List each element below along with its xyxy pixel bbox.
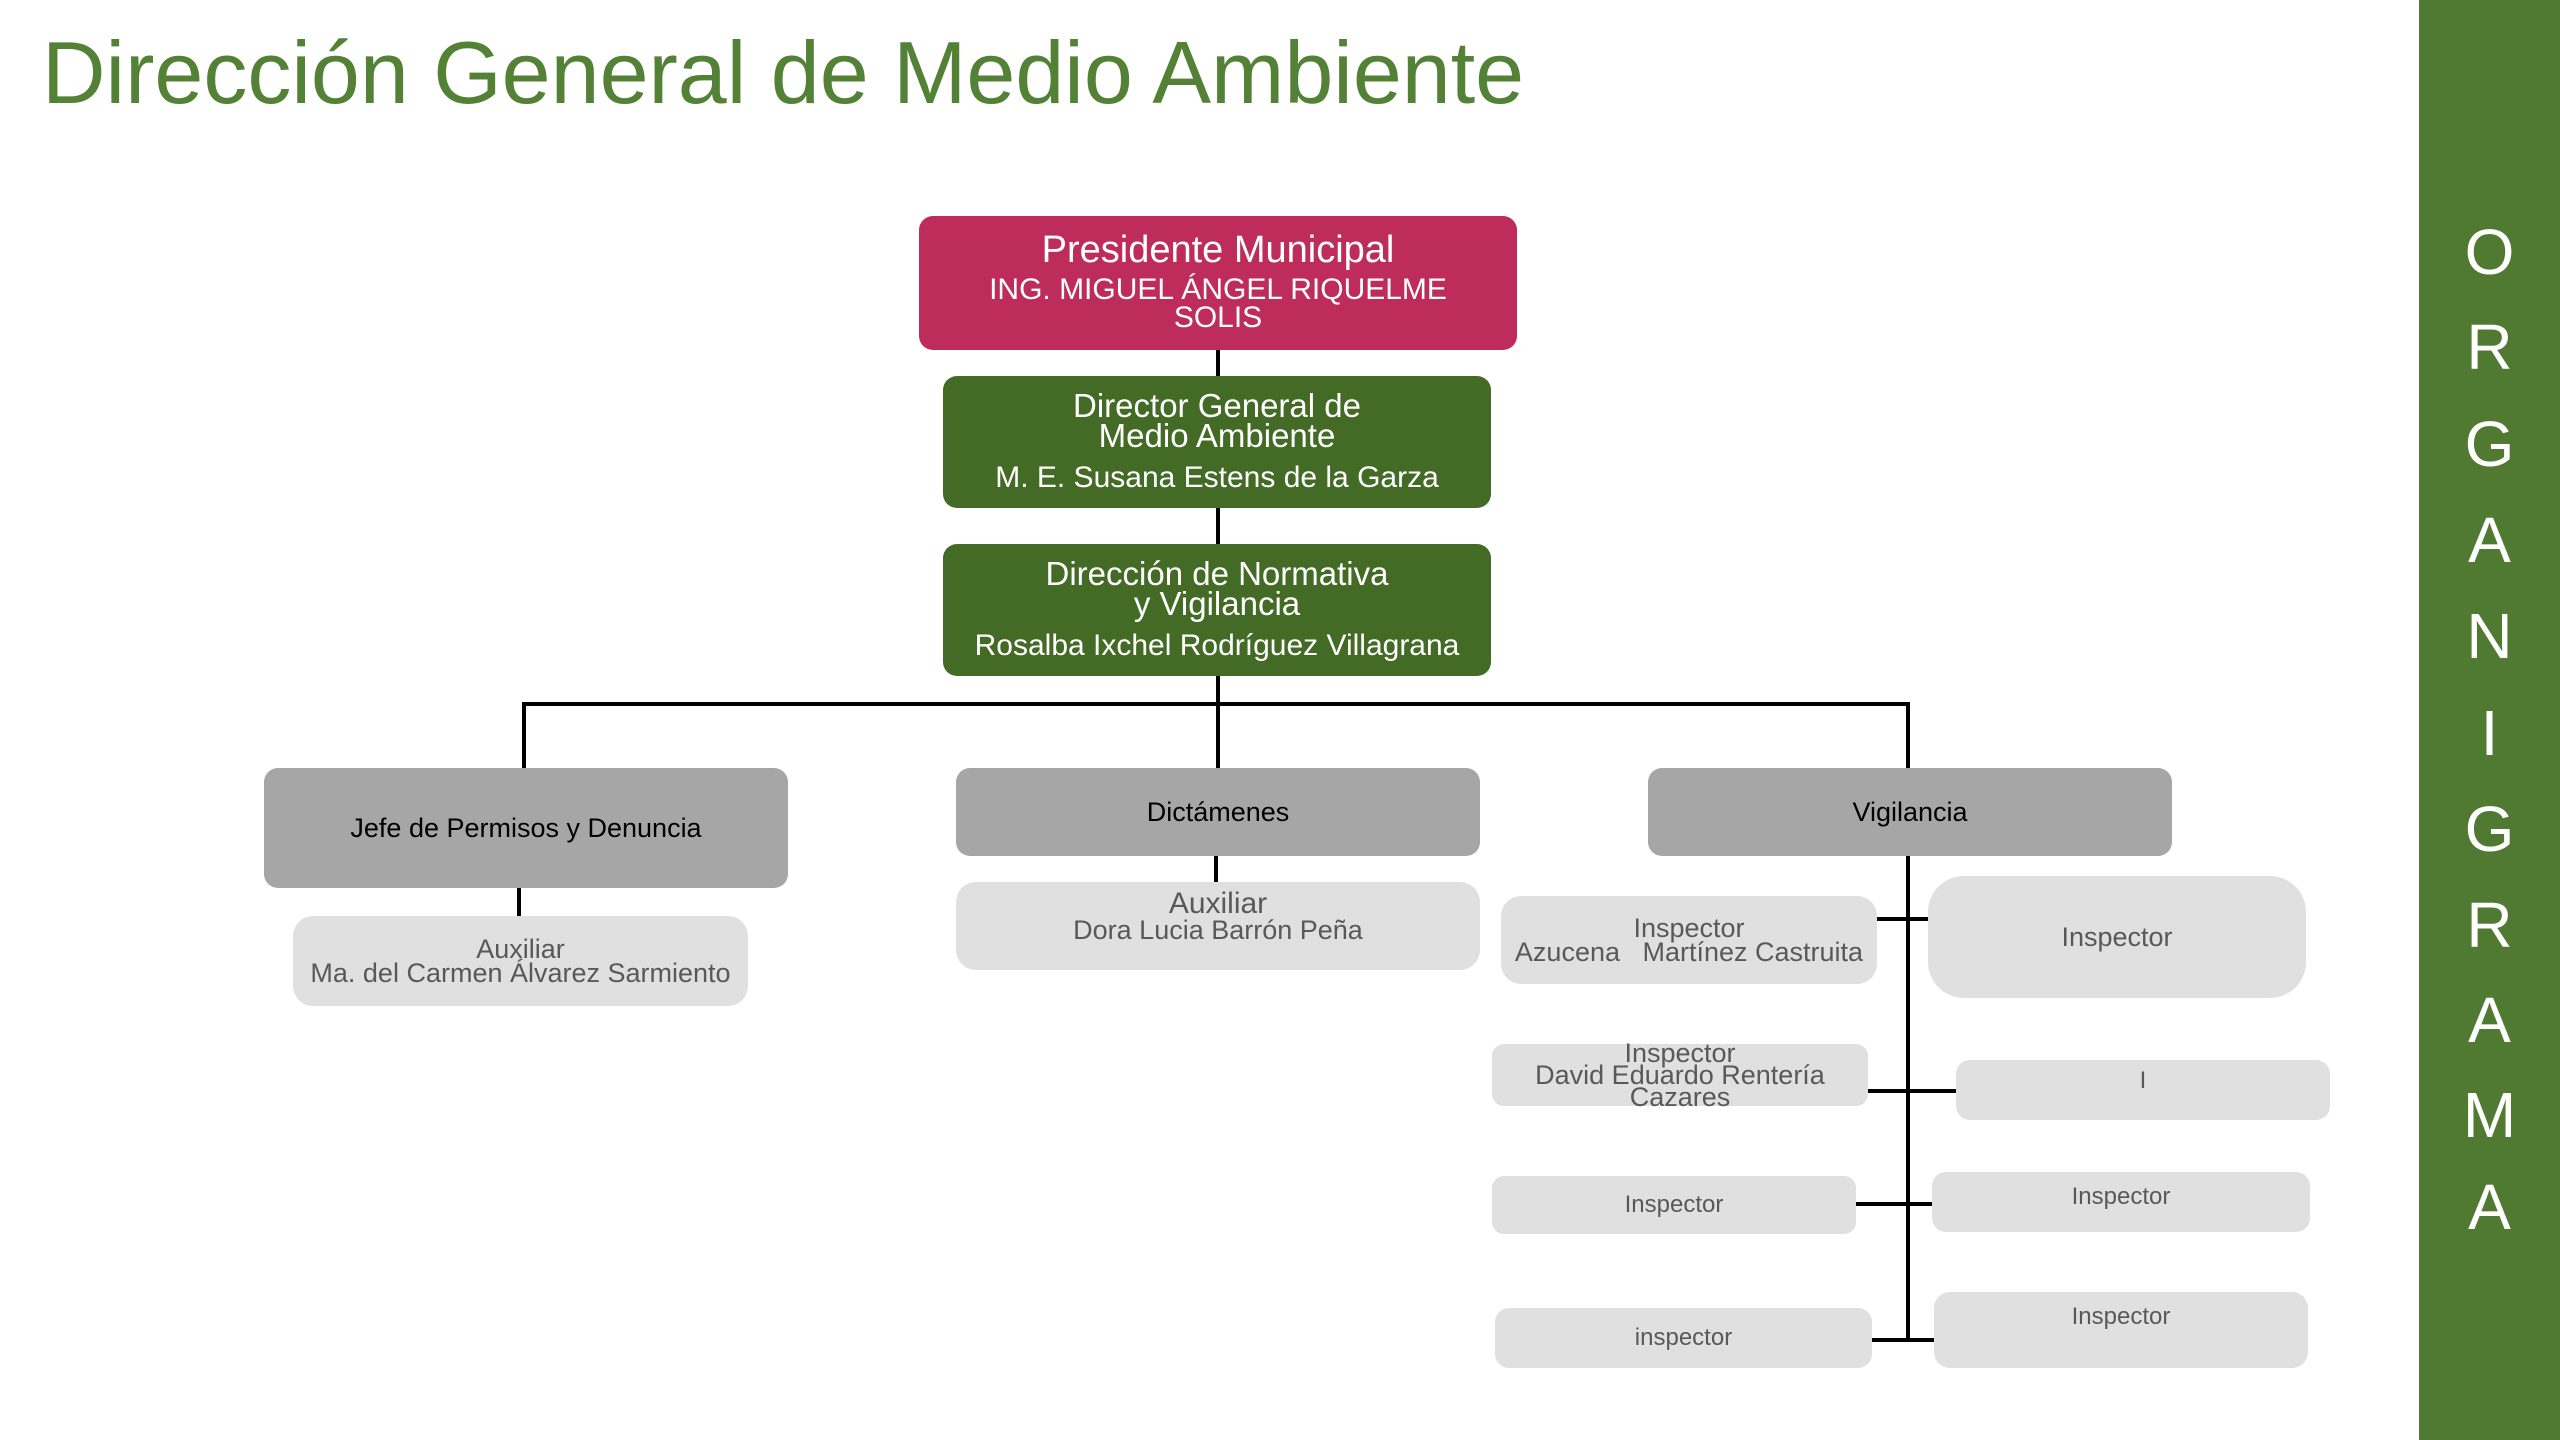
dictamenes-auxiliar-name: Dora Lucia Barrón Peña	[1073, 915, 1363, 945]
inspector-name: Azucena Martínez Castruita	[1514, 937, 1864, 967]
director-role-line2: Medio Ambiente	[1098, 417, 1336, 454]
inspector-box: Inspector	[1932, 1172, 2310, 1232]
sidebar-letter: M	[2462, 1079, 2517, 1151]
connector-line	[1868, 1089, 1956, 1093]
connector-line	[522, 702, 526, 768]
dept-vigilancia-box: Vigilancia	[1648, 768, 2172, 856]
director-box: Director General de Medio Ambiente M. E.…	[943, 376, 1491, 508]
connector-line	[1906, 856, 1910, 1342]
dept-dictamenes-box: Dictámenes	[956, 768, 1480, 856]
president-name-line1: ING. MIGUEL ÁNGEL RIQUELME	[989, 272, 1447, 306]
sidebar-letter: A	[2468, 504, 2511, 576]
inspector-box: Inspector Azucena Martínez Castruita	[1501, 896, 1877, 984]
dept-vigilancia-label: Vigilancia	[1852, 796, 1968, 827]
sidebar-letter: R	[2466, 311, 2513, 383]
connector-line	[1214, 856, 1218, 882]
president-name-line2: SOLIS	[1173, 300, 1263, 334]
sidebar-letter: I	[2480, 697, 2499, 769]
permisos-auxiliar-role: Auxiliar	[476, 934, 565, 964]
inspector-role: Inspector	[1633, 913, 1745, 943]
sidebar-organigrama: O R G A N I G R A M A	[2419, 0, 2560, 1440]
connector-line	[1216, 508, 1220, 544]
dept-permisos-box: Jefe de Permisos y Denuncia	[264, 768, 788, 888]
inspector-role: Inspector	[2061, 922, 2173, 952]
inspector-box: inspector	[1495, 1308, 1872, 1368]
inspector-name-line2: Cazares	[1629, 1082, 1731, 1112]
dept-dictamenes-label: Dictámenes	[1146, 796, 1290, 827]
permisos-auxiliar-box: Auxiliar Ma. del Carmen Álvarez Sarmient…	[293, 916, 748, 1006]
inspector-box: Inspector David Eduardo Rentería Cazares	[1492, 1038, 1868, 1112]
connector-line	[517, 888, 521, 916]
inspector-role: Inspector	[1624, 1038, 1736, 1068]
permisos-auxiliar-name: Ma. del Carmen Álvarez Sarmiento	[310, 958, 731, 988]
inspector-role: Inspector	[1624, 1191, 1724, 1218]
normativa-role-line1: Dirección de Normativa	[1045, 555, 1389, 592]
inspector-role: inspector	[1634, 1324, 1733, 1351]
dictamenes-auxiliar-box: Auxiliar Dora Lucia Barrón Peña	[956, 882, 1480, 970]
sidebar-letter: O	[2464, 216, 2515, 288]
normativa-box: Dirección de Normativa y Vigilancia Rosa…	[943, 544, 1491, 676]
dictamenes-auxiliar-role: Auxiliar	[1168, 887, 1268, 920]
sidebar-letter: G	[2464, 793, 2515, 865]
connector-line	[1906, 702, 1910, 768]
normativa-role-line2: y Vigilancia	[1133, 585, 1301, 622]
president-box: Presidente Municipal ING. MIGUEL ÁNGEL R…	[919, 216, 1517, 350]
director-name: M. E. Susana Estens de la Garza	[995, 461, 1439, 494]
sidebar-letter: A	[2468, 984, 2511, 1056]
inspector-box: Inspector	[1928, 876, 2306, 998]
connector-line	[1876, 917, 1928, 921]
dept-permisos-label: Jefe de Permisos y Denuncia	[350, 812, 702, 843]
sidebar-letter: A	[2468, 1171, 2511, 1243]
inspector-box: Inspector	[1492, 1176, 1856, 1234]
inspector-role: Inspector	[2071, 1303, 2171, 1330]
connector-line	[1216, 350, 1220, 376]
sidebar-letter: G	[2464, 408, 2515, 480]
connector-line	[1216, 676, 1220, 768]
director-role-line1: Director General de	[1073, 387, 1361, 424]
page-title: Dirección General de Medio Ambiente	[42, 23, 1525, 122]
president-role: Presidente Municipal	[1041, 228, 1395, 271]
normativa-name: Rosalba Ixchel Rodríguez Villagrana	[974, 629, 1460, 662]
inspector-role: I	[2139, 1067, 2147, 1094]
connector-line	[522, 702, 1910, 706]
inspector-box: I	[1956, 1060, 2330, 1120]
inspector-box: Inspector	[1934, 1292, 2308, 1368]
inspector-name-line1: David Eduardo Rentería	[1535, 1060, 1825, 1090]
sidebar-letter: R	[2466, 889, 2513, 961]
sidebar-letter: N	[2466, 600, 2513, 672]
connector-line	[1856, 1202, 1932, 1206]
connector-line	[1872, 1338, 1934, 1342]
inspector-role: Inspector	[2071, 1183, 2171, 1210]
